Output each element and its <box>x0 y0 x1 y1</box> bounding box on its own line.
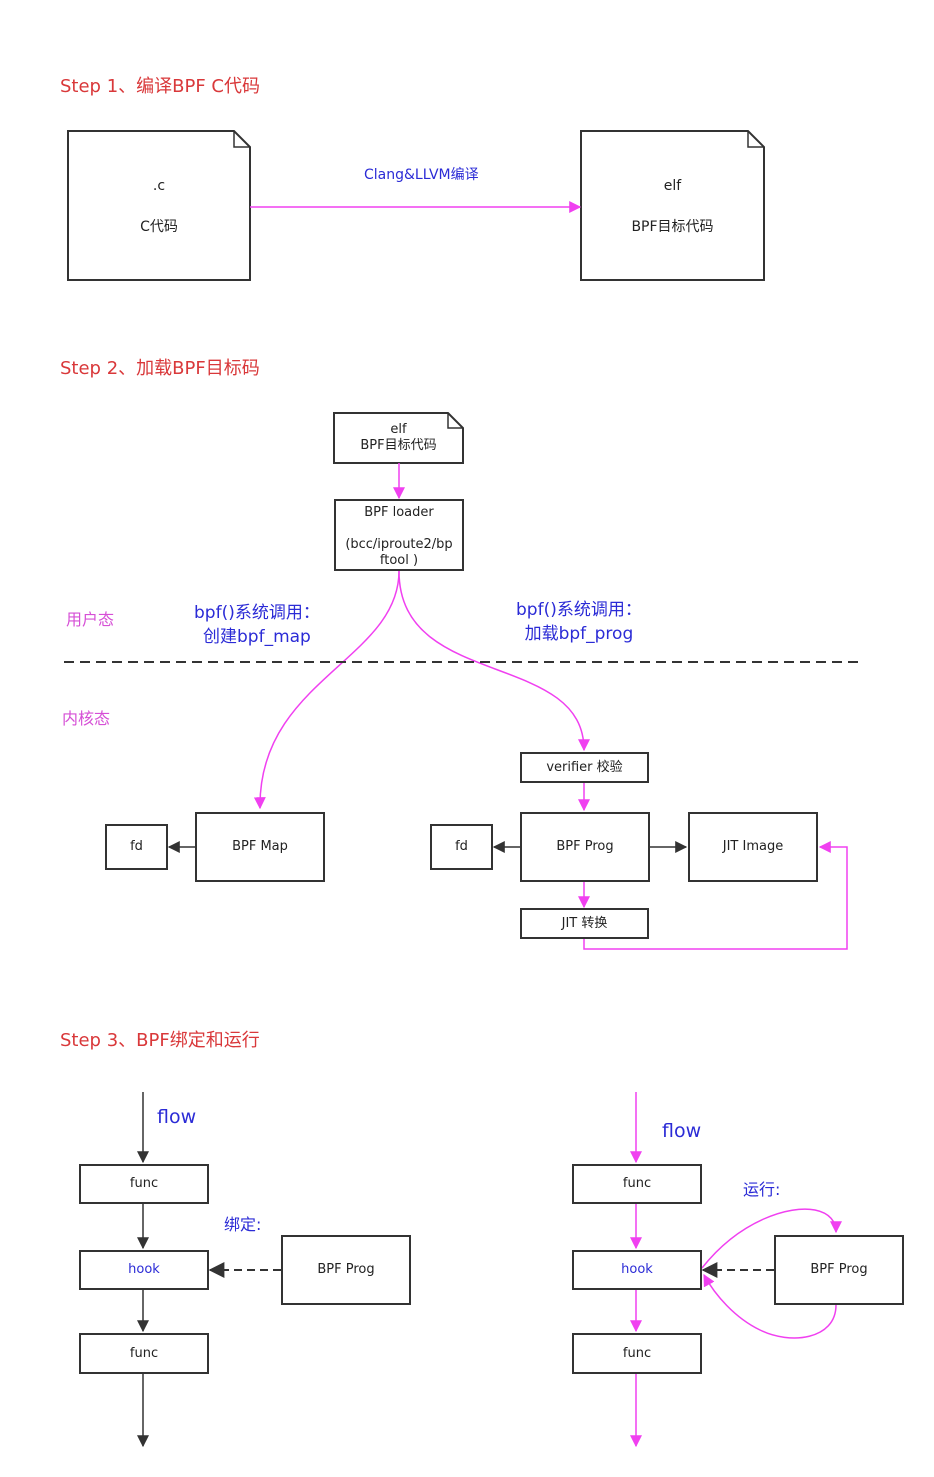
step1-target-doc-shape <box>580 130 765 281</box>
syscall-prog-curve <box>398 570 590 752</box>
hook-left: hook <box>79 1250 209 1290</box>
syscall-map-line2: 创建bpf_map <box>203 627 311 647</box>
syscall-prog-label: bpf()系统调用： 加载bpf_prog <box>516 598 642 646</box>
step1-title: Step 1、编译BPF C代码 <box>60 76 261 97</box>
hook-right: hook <box>572 1250 702 1290</box>
bpf-prog-right: BPF Prog <box>774 1235 904 1305</box>
compile-label: Clang&LLVM编译 <box>364 167 479 183</box>
syscall-map-line1: bpf()系统调用： <box>194 603 320 623</box>
step2-elf-ext: elf <box>390 422 407 437</box>
fd-map-box: fd <box>105 824 168 870</box>
step2-elf-doc-shape <box>333 412 464 464</box>
func-bottom-left: func <box>79 1333 209 1374</box>
run-label: 运行: <box>743 1180 781 1199</box>
step3-title: Step 3、BPF绑定和运行 <box>60 1030 260 1051</box>
jit-convert-box: JIT 转换 <box>520 908 649 939</box>
step1-dst-ext: elf <box>663 178 682 194</box>
bind-label: 绑定: <box>224 1215 262 1234</box>
jit-feedback-arrow <box>583 841 848 950</box>
bpf-loader-tools-1: (bcc/iproute2/bp <box>345 537 453 552</box>
flow-label-left: flow <box>157 1106 197 1128</box>
step2-elf-label: BPF目标代码 <box>360 438 437 453</box>
step2-title: Step 2、加载BPF目标码 <box>60 358 260 379</box>
step2-elf-doc: elf BPF目标代码 <box>334 422 463 454</box>
syscall-prog-line1: bpf()系统调用： <box>516 600 642 620</box>
func-bottom-right: func <box>572 1333 702 1374</box>
run-curve-bottom <box>703 1273 837 1339</box>
func-top-left: func <box>79 1164 209 1204</box>
syscall-map-curve <box>253 570 400 810</box>
syscall-map-label: bpf()系统调用： 创建bpf_map <box>194 601 320 649</box>
step1-src-label: C代码 <box>140 219 178 235</box>
bpf-loader-tools-2: ftool ) <box>379 553 419 568</box>
fd-prog-box: fd <box>430 824 493 870</box>
user-space-label: 用户态 <box>66 610 115 629</box>
run-curve-top <box>701 1208 842 1269</box>
syscall-prog-line2: 加载bpf_prog <box>524 624 634 644</box>
bpf-loader-box: BPF loader (bcc/iproute2/bp ftool ) <box>334 499 464 571</box>
jit-image-box: JIT Image <box>688 812 818 882</box>
bpf-map-box: BPF Map <box>195 812 325 882</box>
step1-dst-label: BPF目标代码 <box>631 219 714 235</box>
bpf-loader-title: BPF loader <box>364 505 434 520</box>
bpf-prog-kernel-box: BPF Prog <box>520 812 650 882</box>
func-top-right: func <box>572 1164 702 1204</box>
verifier-box: verifier 校验 <box>520 752 649 783</box>
step1-src-ext: .c <box>152 178 166 194</box>
kernel-space-label: 内核态 <box>62 709 111 728</box>
flow-label-right: flow <box>662 1120 702 1142</box>
step1-source-doc-shape <box>67 130 251 281</box>
bpf-prog-left: BPF Prog <box>281 1235 411 1305</box>
